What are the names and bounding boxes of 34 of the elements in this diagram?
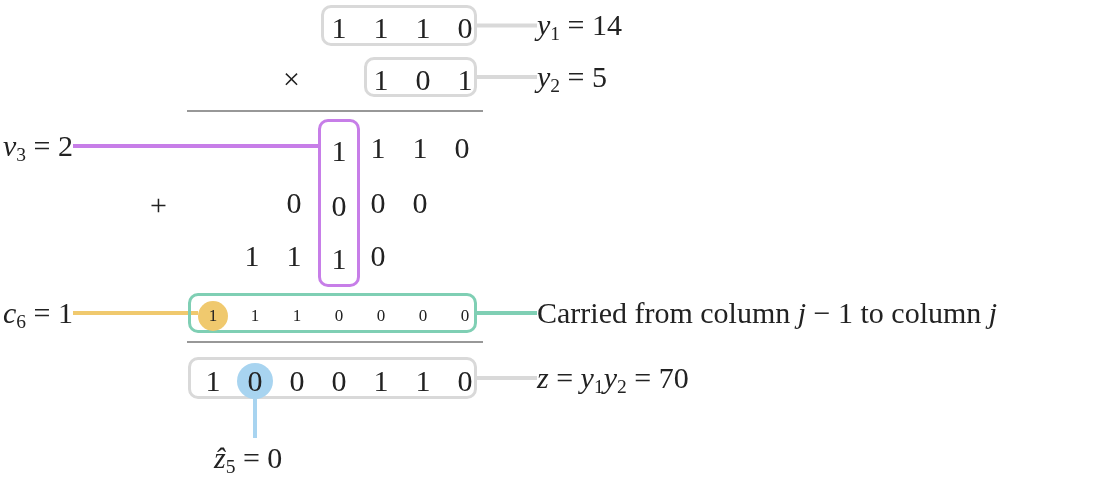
math-label: v$_{3}$ = 2 bbox=[3, 126, 73, 166]
connector-line bbox=[253, 399, 257, 438]
plus-sign: + bbox=[150, 187, 167, 223]
math-label: ẑ$_{5}$ = 0 bbox=[214, 438, 283, 477]
number-box bbox=[188, 357, 477, 399]
highlighted-digit: 0 bbox=[237, 363, 273, 399]
digit-row-text: 1 1 1 0 bbox=[331, 10, 473, 46]
digit-row-text: 1 1 0 0 0 0 bbox=[250, 305, 470, 327]
connector-line bbox=[477, 75, 537, 79]
column-highlight bbox=[318, 119, 360, 287]
digit-row-text: 0 bbox=[286, 185, 302, 221]
math-label: c$_{6}$ = 1 bbox=[3, 293, 73, 333]
digit-row-text: 1 bbox=[331, 241, 347, 277]
connector-line bbox=[477, 311, 537, 315]
digit-row-text: 1 bbox=[331, 133, 347, 169]
digit-row-text: 0 bbox=[331, 188, 347, 224]
connector-line bbox=[73, 311, 198, 315]
number-box bbox=[364, 57, 477, 97]
digit-row-text: 1 bbox=[205, 363, 221, 399]
digit-row-text: 0 bbox=[370, 238, 386, 274]
connector-line bbox=[477, 23, 537, 28]
digit-row-text: 1 0 1 bbox=[373, 62, 473, 98]
digit-row-text: 1 1 bbox=[244, 238, 302, 274]
connector-line bbox=[477, 376, 537, 380]
number-box bbox=[188, 293, 477, 333]
math-label: z = y$_{1}$y$_{2}$ = 70 bbox=[537, 358, 689, 398]
math-label: Carried from column j − 1 to column j bbox=[537, 293, 998, 333]
digit-row-text: 1 1 0 bbox=[370, 130, 470, 166]
highlighted-digit: 1 bbox=[198, 301, 228, 331]
connector-line bbox=[73, 144, 318, 148]
number-box bbox=[321, 5, 477, 46]
times-sign: × bbox=[283, 61, 300, 97]
digit-row-text: 0 0 1 1 0 bbox=[289, 363, 473, 399]
digit-row-text: 0 0 bbox=[370, 185, 428, 221]
